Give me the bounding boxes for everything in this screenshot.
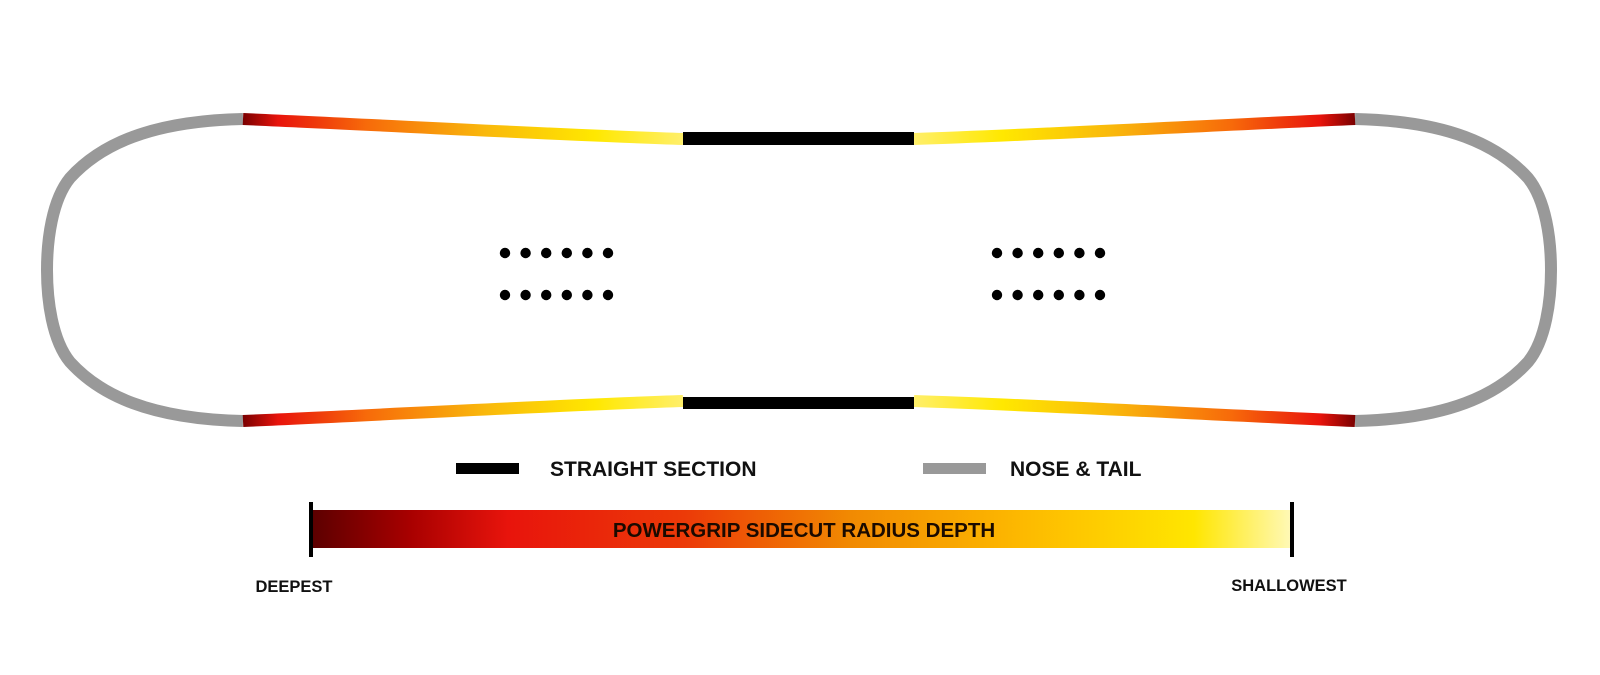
insert-hole-left-r1-c5 <box>582 247 593 259</box>
depth-bar-left-tick <box>309 502 313 557</box>
insert-pack-left <box>499 247 614 301</box>
legend-straight-swatch <box>456 463 519 474</box>
insert-hole-left-r2-c6 <box>602 289 614 301</box>
insert-hole-left-r2-c5 <box>582 289 593 301</box>
depth-shallowest-label: SHALLOWEST <box>1231 577 1347 595</box>
nose-outline <box>40 113 244 427</box>
tail-outline <box>1354 113 1558 427</box>
insert-hole-right-r1-c4 <box>1053 247 1065 259</box>
insert-hole-right-r2-c6 <box>1094 289 1106 301</box>
legend-nose-tail-swatch <box>923 463 986 474</box>
straight-section-bottom <box>683 397 914 409</box>
insert-hole-left-r1-c3 <box>541 247 552 259</box>
insert-hole-right-r1-c5 <box>1074 247 1085 259</box>
depth-gradient-bar <box>312 510 1292 548</box>
insert-hole-left-r2-c1 <box>499 289 511 301</box>
depth-bar-right-tick <box>1290 502 1294 557</box>
insert-hole-right-r2-c1 <box>991 289 1003 301</box>
legend-straight-label: STRAIGHT SECTION <box>550 458 757 481</box>
insert-hole-left-r2-c4 <box>561 289 572 301</box>
legend-nose-tail-label: NOSE & TAIL <box>1010 458 1142 481</box>
insert-hole-left-r1-c6 <box>602 247 614 259</box>
insert-hole-right-r1-c1 <box>991 247 1003 259</box>
insert-hole-left-r1-c1 <box>499 247 511 259</box>
insert-hole-right-r1-c3 <box>1033 247 1044 259</box>
insert-hole-right-r2-c5 <box>1074 289 1085 301</box>
insert-hole-left-r1-c2 <box>520 247 531 259</box>
insert-hole-right-r2-c2 <box>1012 289 1023 301</box>
insert-hole-right-r2-c3 <box>1033 289 1044 301</box>
sidecut-edge-bottom-right <box>913 395 1356 427</box>
depth-bar-title: POWERGRIP SIDECUT RADIUS DEPTH <box>613 519 995 542</box>
insert-hole-left-r1-c4 <box>561 247 572 259</box>
depth-scale: POWERGRIP SIDECUT RADIUS DEPTH DEEPEST S… <box>255 502 1347 596</box>
insert-hole-right-r1-c6 <box>1094 247 1106 259</box>
depth-deepest-label: DEEPEST <box>255 578 332 596</box>
sidecut-edge-top-left <box>242 113 684 145</box>
insert-hole-right-r1-c2 <box>1012 247 1023 259</box>
straight-section-top <box>683 132 914 145</box>
insert-pack-right <box>991 247 1106 301</box>
sidecut-edge-bottom-left <box>242 395 684 427</box>
insert-hole-left-r2-c2 <box>520 289 531 301</box>
sidecut-edge-top-right <box>913 113 1356 145</box>
insert-hole-left-r2-c3 <box>541 289 552 301</box>
legend: STRAIGHT SECTION NOSE & TAIL <box>456 458 1142 481</box>
insert-hole-right-r2-c4 <box>1053 289 1065 301</box>
